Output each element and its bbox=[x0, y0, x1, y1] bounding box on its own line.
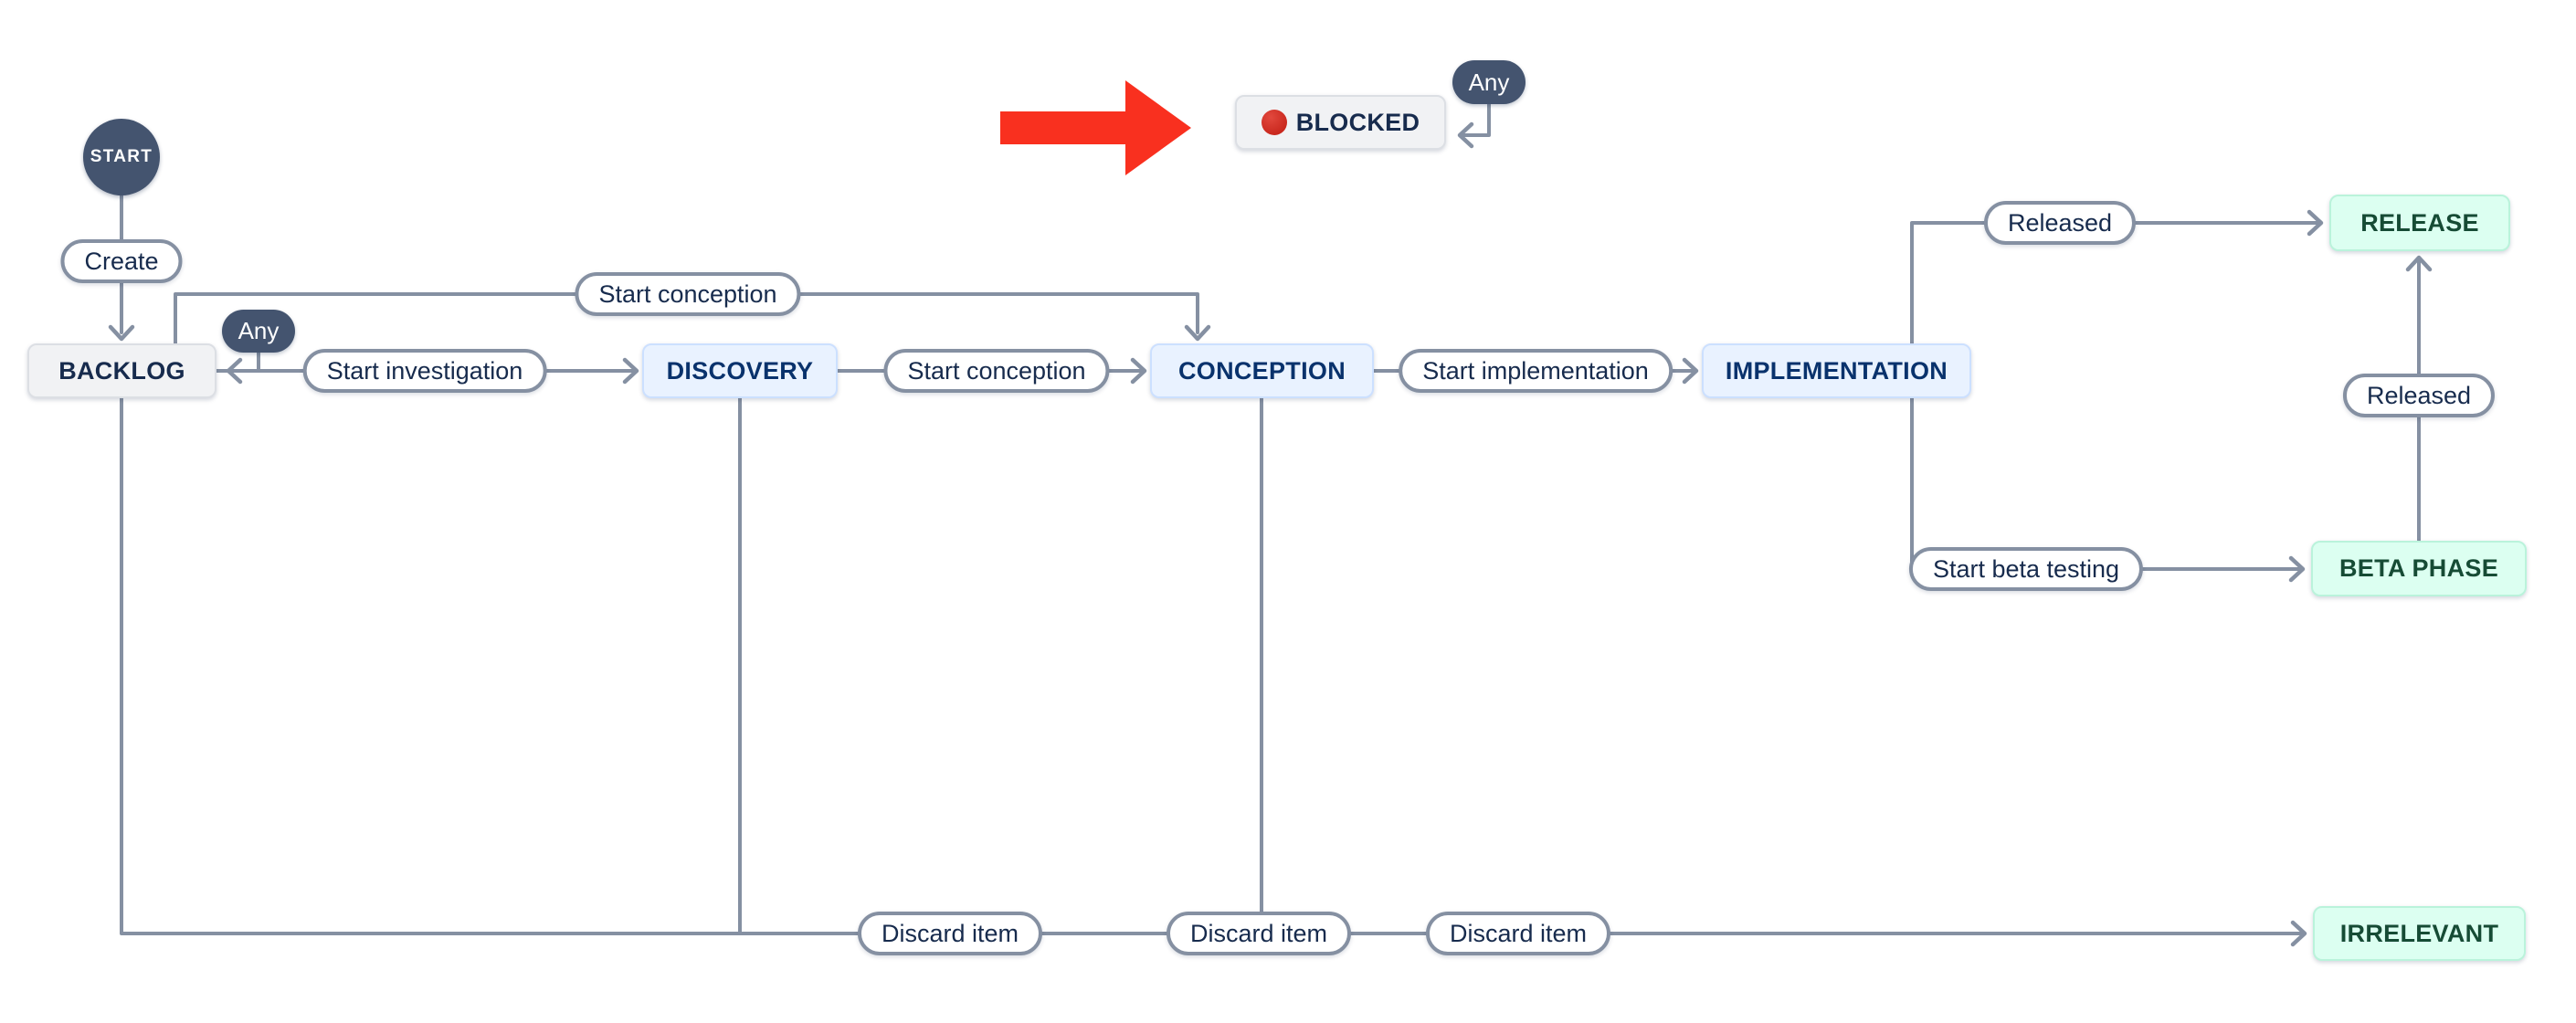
transition-discard-item-3[interactable]: Discard item bbox=[1425, 912, 1611, 955]
transition-start-conception-top[interactable]: Start conception bbox=[575, 272, 801, 316]
status-beta-phase-label: BETA PHASE bbox=[2338, 554, 2499, 582]
transition-create-label: Create bbox=[84, 247, 159, 275]
transition-released-top-label: Released bbox=[2007, 208, 2113, 237]
transition-start-implementation-label: Start implementation bbox=[1422, 356, 1649, 385]
transition-released-vertical-label: Released bbox=[2366, 381, 2472, 409]
transition-start-investigation[interactable]: Start investigation bbox=[302, 349, 547, 393]
transition-start-investigation-label: Start investigation bbox=[326, 356, 523, 385]
blocked-red-dot-icon bbox=[1261, 110, 1287, 135]
transition-start-implementation[interactable]: Start implementation bbox=[1399, 349, 1673, 393]
transition-discard-item-1[interactable]: Discard item bbox=[857, 912, 1043, 955]
status-blocked-label: BLOCKED bbox=[1295, 108, 1420, 136]
edge-create-to-backlog bbox=[108, 281, 135, 342]
start-node[interactable]: START bbox=[83, 119, 160, 195]
transition-create[interactable]: Create bbox=[60, 239, 183, 283]
edge-implementation-to-release bbox=[1910, 209, 2324, 347]
transition-start-beta-testing[interactable]: Start beta testing bbox=[1908, 547, 2144, 591]
transition-released-vertical[interactable]: Released bbox=[2342, 374, 2496, 417]
status-release[interactable]: RELEASE bbox=[2329, 195, 2510, 251]
status-backlog-label: BACKLOG bbox=[58, 356, 185, 385]
transition-discard-item-2[interactable]: Discard item bbox=[1166, 912, 1352, 955]
status-beta-phase[interactable]: BETA PHASE bbox=[2311, 541, 2527, 596]
status-conception[interactable]: CONCEPTION bbox=[1150, 343, 1374, 398]
status-discovery[interactable]: DISCOVERY bbox=[642, 343, 838, 398]
status-irrelevant[interactable]: IRRELEVANT bbox=[2313, 906, 2526, 961]
status-discovery-label: DISCOVERY bbox=[666, 356, 814, 385]
any-badge-blocked-label: Any bbox=[1468, 68, 1510, 96]
status-implementation[interactable]: IMPLEMENTATION bbox=[1702, 343, 1971, 398]
status-blocked[interactable]: BLOCKED bbox=[1235, 95, 1446, 150]
status-backlog[interactable]: BACKLOG bbox=[27, 343, 216, 398]
start-node-label: START bbox=[90, 147, 153, 166]
transition-released-top[interactable]: Released bbox=[1983, 201, 2137, 245]
edge-any-to-backlog bbox=[226, 351, 260, 385]
any-badge-backlog-label: Any bbox=[238, 317, 280, 344]
edge-any-to-blocked bbox=[1457, 100, 1491, 149]
edge-discard-to-irrelevant bbox=[120, 395, 2307, 947]
transition-start-conception-top-label: Start conception bbox=[598, 279, 777, 308]
any-badge-blocked[interactable]: Any bbox=[1452, 60, 1526, 104]
transition-start-conception-label: Start conception bbox=[907, 356, 1086, 385]
transition-start-beta-testing-label: Start beta testing bbox=[1932, 554, 2120, 583]
status-implementation-label: IMPLEMENTATION bbox=[1725, 356, 1948, 385]
status-release-label: RELEASE bbox=[2360, 208, 2479, 237]
status-irrelevant-label: IRRELEVANT bbox=[2339, 919, 2499, 947]
transition-start-conception[interactable]: Start conception bbox=[883, 349, 1110, 393]
any-badge-backlog[interactable]: Any bbox=[222, 310, 295, 353]
red-pointer-arrow bbox=[1000, 80, 1191, 175]
transition-discard-item-1-label: Discard item bbox=[881, 919, 1019, 947]
status-conception-label: CONCEPTION bbox=[1177, 356, 1346, 385]
transition-discard-item-2-label: Discard item bbox=[1189, 919, 1328, 947]
transition-discard-item-3-label: Discard item bbox=[1449, 919, 1588, 947]
